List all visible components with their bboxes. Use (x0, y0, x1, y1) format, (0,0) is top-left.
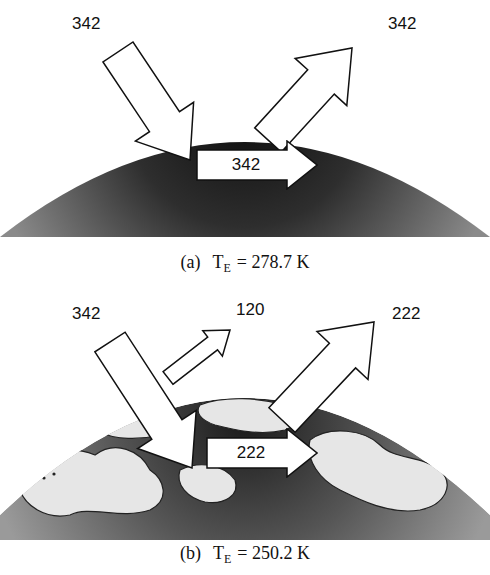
flux-value: 342 (72, 304, 100, 324)
flux-value: 342 (232, 155, 260, 175)
flux-arrow (269, 322, 374, 432)
flux-value: 222 (237, 443, 265, 463)
subscript: E (223, 261, 230, 275)
subscript: E (224, 552, 231, 566)
planet-a (0, 142, 490, 237)
flux-arrow (163, 330, 230, 384)
flux-arrow (103, 42, 194, 160)
flux-arrow (95, 332, 196, 468)
earth-b (0, 398, 490, 540)
panel-letter: (b) (180, 543, 201, 563)
panel-letter: (a) (181, 252, 201, 272)
flux-value: 222 (392, 304, 420, 324)
flux-value: 120 (236, 300, 264, 320)
panel-caption: (b) TE = 250.2 K (0, 543, 490, 567)
flux-arrows (95, 42, 374, 468)
temperature-symbol: T (212, 252, 223, 272)
temperature-value: = 250.2 K (237, 543, 310, 563)
flux-arrow (255, 48, 352, 152)
flux-value: 342 (72, 14, 100, 34)
horizontal-arrow: 342 (196, 140, 318, 190)
temperature-value: = 278.7 K (237, 252, 310, 272)
panel-caption: (a) TE = 278.7 K (0, 252, 490, 276)
temperature-symbol: T (213, 543, 224, 563)
flux-value: 342 (388, 14, 416, 34)
horizontal-arrow: 222 (206, 428, 318, 478)
